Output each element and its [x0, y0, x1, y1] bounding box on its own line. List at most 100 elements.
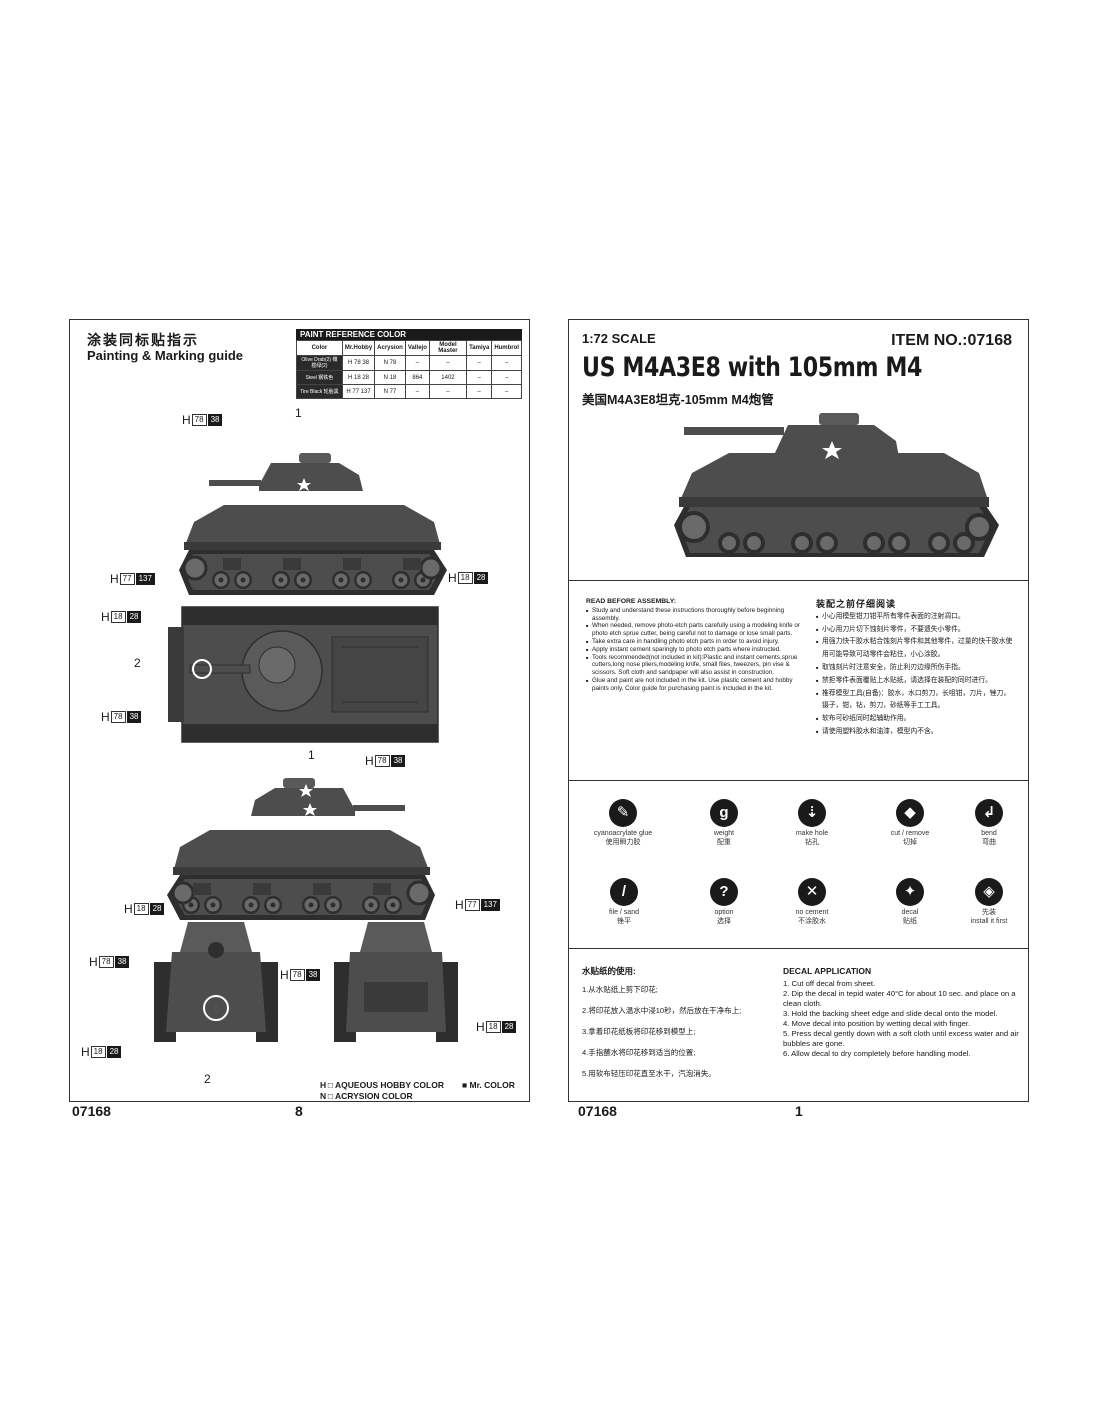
- code-box: 18: [457, 572, 473, 584]
- code-box: 78: [289, 969, 305, 981]
- symbol-option: ? option 选择: [684, 878, 764, 926]
- table-cell: –: [491, 355, 522, 371]
- symbol-label-cn: 钻孔: [805, 839, 819, 846]
- tank-illustration: [674, 413, 999, 557]
- table-cell: H 18 28: [341, 370, 376, 385]
- code-prefix: H: [182, 413, 191, 427]
- list-item: Tools recommended(not included in kit):P…: [586, 654, 804, 677]
- table-cell: N 77: [374, 384, 406, 399]
- legend-mr-color: ■ Mr. COLOR: [462, 1080, 515, 1090]
- symbol-label-en: bend: [981, 830, 997, 837]
- color-code-label: H 18 28: [476, 1020, 517, 1034]
- footer-item-code: 07168: [72, 1103, 111, 1119]
- mr-color-icon: ■: [462, 1080, 470, 1090]
- symbol-label-cn: 贴纸: [903, 918, 917, 925]
- read-before-assembly-cn: 装配之前仔细阅读 小心用模型钳刀钳平所有零件表面的注射凋口。 小心用刀片切下蚀刻…: [816, 598, 1016, 739]
- color-code-label: H 78 38: [89, 955, 130, 969]
- read-before-assembly-en: READ BEFORE ASSEMBLY: Study and understa…: [586, 598, 804, 693]
- product-subtitle-cn: 美国M4A3E8坦克-105mm M4炮管: [582, 393, 774, 407]
- code-black: 38: [207, 414, 223, 426]
- symbol-glue: ✎ cyanoacrylate glue 使用瞬力胶: [583, 799, 663, 847]
- list-item: 2.将印花放入温水中浸10秒，然后放在干净布上;: [582, 1006, 742, 1015]
- code-prefix: H: [280, 968, 289, 982]
- symbol-label-en: cyanoacrylate glue: [593, 830, 653, 837]
- code-prefix: H: [476, 1020, 485, 1034]
- code-prefix: H: [89, 955, 98, 969]
- symbol-label-en: make hole: [795, 830, 829, 837]
- code-box: 78: [98, 956, 114, 968]
- symbol-file: / file / sand 锉平: [584, 878, 664, 926]
- table-header: Acrysion: [374, 340, 406, 356]
- no-cement-icon: ✕: [798, 878, 826, 906]
- symbol-label-en: cut / remove: [890, 830, 930, 837]
- color-code-label: H 18 28: [124, 902, 165, 916]
- code-box: 18: [485, 1021, 501, 1033]
- color-code-label: H 18 28: [101, 610, 142, 624]
- list-item: Study and understand these instructions …: [586, 607, 804, 623]
- paint-table-caption: PAINT REFERENCE COLOR: [296, 329, 522, 340]
- table-cell: –: [428, 384, 468, 399]
- code-box: 18: [90, 1046, 106, 1058]
- code-prefix: H: [110, 572, 119, 586]
- list-item: 1.从水贴纸上剪下印花;: [582, 985, 658, 994]
- instructions-heading-en: READ BEFORE ASSEMBLY:: [586, 598, 677, 605]
- list-item: 用强力快干胶水粘合蚀刻片零件和其他零件，过量的快干胶水使用可能导致可动零件会粘住…: [816, 636, 1016, 662]
- symbol-label-cn: 不涂胶水: [798, 918, 826, 925]
- symbol-weight: g weight 配重: [684, 799, 764, 847]
- symbol-label-en: install it first: [970, 918, 1008, 925]
- code-black: 28: [149, 903, 165, 915]
- list-item: 请使用塑料胶水和油漆，模型内不含。: [816, 726, 1016, 739]
- list-item: Glue and paint are not included in the k…: [586, 677, 804, 693]
- glue-icon: ✎: [609, 799, 637, 827]
- symbol-no-cement: ✕ no cement 不涂胶水: [772, 878, 852, 926]
- code-black: 38: [114, 956, 130, 968]
- table-cell: –: [428, 355, 468, 371]
- table-cell: 864: [404, 370, 430, 385]
- section-divider: [569, 948, 1028, 949]
- instructions-heading-cn: 装配之前仔细阅读: [816, 599, 897, 609]
- color-name: Olive Drab(2) 橄榄绿(2): [296, 355, 343, 371]
- list-item: 4. Move decal into position by wetting d…: [783, 1019, 971, 1028]
- list-item: 禁拒零件表面覆贴上水贴纸，请选择在装配的同时进行。: [816, 675, 1016, 688]
- color-name: Steel 钢铁色: [296, 370, 343, 385]
- code-box: 78: [374, 755, 390, 767]
- list-item: 5.用软布轻压印花直至水干，汽泡消失。: [582, 1069, 716, 1078]
- cut-icon: ◆: [896, 799, 924, 827]
- weight-icon: g: [710, 799, 738, 827]
- list-item: 小心用模型钳刀钳平所有零件表面的注射凋口。: [816, 611, 1016, 624]
- code-black: 28: [501, 1021, 517, 1033]
- legend-mr-color-label: Mr. COLOR: [469, 1080, 515, 1090]
- table-cell: –: [466, 384, 493, 399]
- paint-table-header: Color Mr.Hobby Acrysion Vallejo Model Ma…: [296, 340, 522, 356]
- symbol-make-hole: ⇣ make hole 钻孔: [772, 799, 852, 847]
- code-black: 28: [126, 611, 142, 623]
- symbol-label-cn: 弯曲: [982, 839, 996, 846]
- code-prefix: H: [101, 610, 110, 624]
- product-title: US M4A3E8 with 105mm M4: [582, 352, 923, 383]
- code-black: 38: [126, 711, 142, 723]
- color-code-label: H 18 28: [81, 1045, 122, 1059]
- callout-2: 2: [134, 656, 141, 670]
- color-code-label: H 78 38: [365, 754, 406, 768]
- table-row: Steel 钢铁色 H 18 28 N 18 864 1402 – –: [296, 370, 522, 385]
- code-box: 77: [464, 899, 480, 911]
- legend-aqueous: H □ AQUEOUS HOBBY COLOR: [320, 1080, 444, 1090]
- symbol-install-first: ◈ 先装 install it first: [949, 878, 1029, 926]
- painting-guide-page: 涂装同标贴指示 Painting & Marking guide PAINT R…: [69, 319, 530, 1102]
- section-divider: [569, 580, 1028, 581]
- paint-reference-table: PAINT REFERENCE COLOR Color Mr.Hobby Acr…: [296, 329, 522, 399]
- code-black: 137: [480, 899, 500, 911]
- symbol-label-cn: 选择: [717, 918, 731, 925]
- callout-2: 2: [204, 1072, 211, 1086]
- table-row: Tire Black 轮胎黑 H 77 137 N 77 – – – –: [296, 384, 522, 399]
- symbol-label-cn: 锉平: [617, 918, 631, 925]
- code-box: 18: [110, 611, 126, 623]
- code-black: 28: [473, 572, 489, 584]
- symbol-bend: ↲ bend 弯曲: [949, 799, 1029, 847]
- list-item: 软布可砂纸同时起辅助作用。: [816, 713, 1016, 726]
- code-prefix: H: [448, 571, 457, 585]
- code-prefix: H: [101, 710, 110, 724]
- table-header: Humbrol: [491, 340, 522, 356]
- legend-acrysion: N □ ACRYSION COLOR: [320, 1091, 413, 1101]
- symbol-label-cn: 使用瞬力胶: [605, 839, 641, 846]
